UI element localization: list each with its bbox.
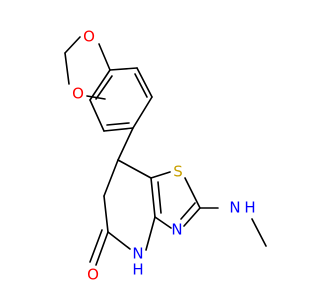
atom-nitrogen-methylamino: N <box>229 199 240 217</box>
bond-c2-n3-double <box>180 202 196 220</box>
bond-ch2-oleft <box>64 52 70 85</box>
bond-c3a-c7a <box>150 177 156 218</box>
atom-oxygen-top: O <box>83 28 95 46</box>
bond-otop-ch2 <box>64 36 81 54</box>
atom-oxygen-left: O <box>72 85 84 103</box>
atom-oxygen-carbonyl: O <box>87 266 99 284</box>
bond-c2-n3 <box>183 207 201 227</box>
bonds <box>64 36 267 266</box>
bond-c5-o-double <box>89 229 103 263</box>
atom-sulfur: S <box>173 163 183 181</box>
bond-n4-c3a <box>145 216 156 251</box>
bond-c4-c5 <box>136 67 153 98</box>
bond-oleft-c7a <box>86 95 106 100</box>
atom-hydrogen-methylamino: H <box>244 199 255 217</box>
bond-c3a-c7a-inner <box>157 181 162 214</box>
bond-c7-c7a <box>89 99 105 132</box>
bond-c7a-s <box>150 171 171 179</box>
bond-c7a-c3a-inner <box>95 75 113 100</box>
atom-nitrogen-lactam: N <box>132 245 143 263</box>
bond-c5-o <box>95 231 109 266</box>
bond-c6-c5 <box>103 195 109 233</box>
bond-c5-c6 <box>132 96 153 129</box>
bond-c3a-c4 <box>109 67 138 71</box>
bond-otop-c3a <box>98 43 111 71</box>
atom-hydrogen-lactam: H <box>132 261 143 279</box>
bond-c6-c7-inner <box>106 122 130 126</box>
bond-nh-ch3 <box>251 218 267 247</box>
bond-s-c2 <box>184 177 201 209</box>
bond-n3-c3a <box>154 216 172 229</box>
bond-c4-c5-inner <box>134 73 148 98</box>
bond-c7-c7a-ring <box>117 159 152 179</box>
atom-labels: O O S N H N N H O <box>72 28 256 284</box>
molecule-structure: O O S N H N N H O <box>64 28 267 284</box>
bond-c7-c6 <box>103 159 119 197</box>
molecule-canvas: O O S N H N N H O <box>64 28 267 284</box>
bond-c7a-c3a <box>89 69 111 101</box>
atom-nitrogen-thiazole: N <box>171 221 182 239</box>
bond-c6-c7 <box>103 127 134 132</box>
bond-aryl-c7sp3 <box>117 127 134 161</box>
bond-c5-n4 <box>107 231 131 250</box>
